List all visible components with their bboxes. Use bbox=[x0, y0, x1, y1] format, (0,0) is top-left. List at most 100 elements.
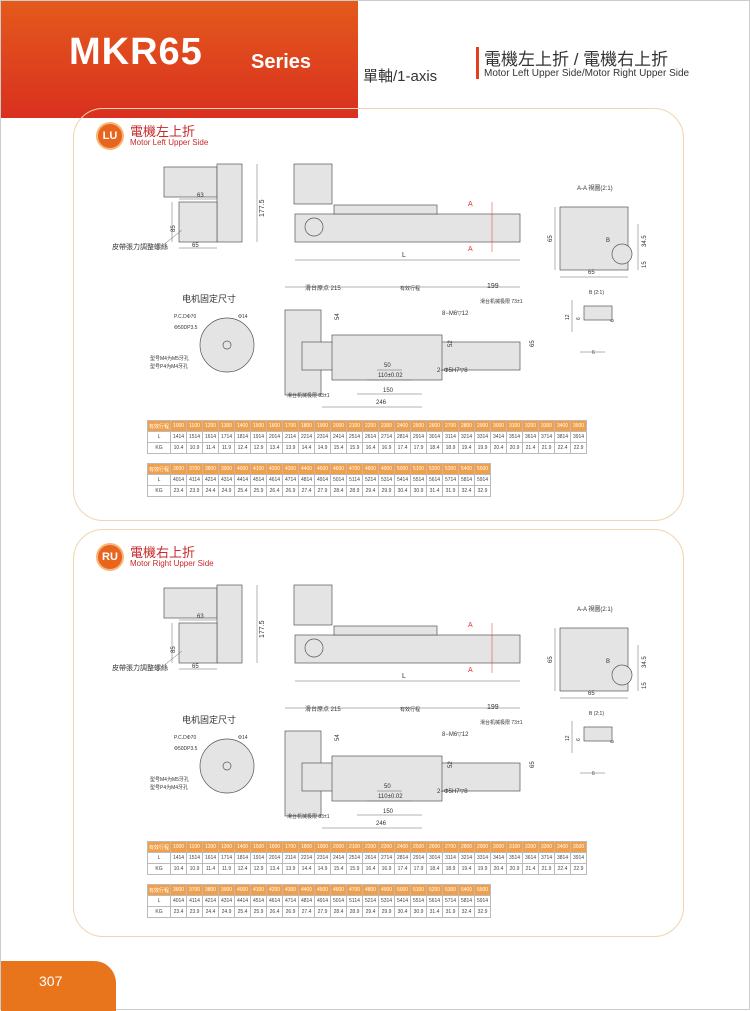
dim-label-belt_screw: 皮帶張力調整螺絲 bbox=[112, 242, 168, 251]
table-cell: 31.4 bbox=[426, 485, 444, 497]
dim-label-b6: 6 bbox=[576, 317, 582, 320]
table-cell: 19.4 bbox=[458, 863, 476, 875]
table-cell: 18.9 bbox=[442, 442, 460, 454]
table-cell: 31.9 bbox=[442, 485, 460, 497]
table-cell: 4814 bbox=[298, 474, 316, 486]
table-cell: 16.4 bbox=[362, 863, 380, 875]
table-cell: 5500 bbox=[474, 463, 492, 475]
table-cell: 10.9 bbox=[186, 863, 204, 875]
dim-label-d110: 110±0.02 bbox=[378, 794, 403, 800]
table-cell: 22.9 bbox=[570, 863, 588, 875]
table-cell: 3414 bbox=[490, 431, 508, 443]
table-cell: 5214 bbox=[362, 474, 380, 486]
table-cell: 2614 bbox=[362, 431, 380, 443]
table-cell: 1000 bbox=[170, 420, 188, 432]
dim-label-belt_screw: 皮帶張力調整螺絲 bbox=[112, 663, 168, 672]
table-cell: 3814 bbox=[554, 852, 572, 864]
table-cell: 3300 bbox=[538, 841, 556, 853]
table-cell: 2214 bbox=[298, 852, 316, 864]
table-cell: 2514 bbox=[346, 852, 364, 864]
table-cell: 27.4 bbox=[298, 906, 316, 918]
dim-label-pin: 2−Φ5H7▽8 bbox=[437, 789, 468, 795]
panel-title: 電機右上折 bbox=[130, 545, 196, 560]
dim-label-phi14: Φ14 bbox=[238, 314, 248, 320]
table-cell: 5914 bbox=[474, 895, 492, 907]
table-cell: 12.4 bbox=[234, 442, 252, 454]
table-cell: 15.4 bbox=[330, 863, 348, 875]
table-cell: 1600 bbox=[266, 841, 284, 853]
table-cell: 3714 bbox=[538, 852, 556, 864]
dim-label-pin: 2−Φ5H7▽8 bbox=[437, 368, 468, 374]
detail-b bbox=[611, 664, 633, 686]
table-cell: 2814 bbox=[394, 852, 412, 864]
table-cell: 5614 bbox=[426, 895, 444, 907]
table-cell: 3714 bbox=[538, 431, 556, 443]
table-cell: 16.4 bbox=[362, 442, 380, 454]
table-cell: 5300 bbox=[442, 884, 460, 896]
axis-label: 單軸/1-axis bbox=[363, 68, 438, 85]
table-cell: 4400 bbox=[298, 463, 316, 475]
table-cell: 2900 bbox=[474, 420, 492, 432]
dim-label-pcd: P.C.DΦ70 bbox=[174, 735, 196, 741]
table-cell: 5400 bbox=[458, 884, 476, 896]
table-cell: 16.9 bbox=[378, 863, 396, 875]
table-cell: 3614 bbox=[522, 852, 540, 864]
table-cell: 4700 bbox=[346, 884, 364, 896]
table-cell: 10.4 bbox=[170, 442, 188, 454]
motor-top bbox=[293, 584, 333, 626]
dim-label-aa_view: A-A 視圖(2:1) bbox=[577, 605, 613, 613]
table-cell: 1000 bbox=[170, 841, 188, 853]
table-cell: 3900 bbox=[218, 884, 236, 896]
table-cell: 1500 bbox=[250, 420, 268, 432]
table-cell: 4214 bbox=[202, 895, 220, 907]
table-cell: 2800 bbox=[458, 420, 476, 432]
dim-label-h177: 177.5 bbox=[259, 620, 266, 638]
dim-label-s65: 65 bbox=[588, 270, 595, 276]
table-cell: 11.4 bbox=[202, 442, 220, 454]
table-cell: 3200 bbox=[522, 841, 540, 853]
table-cell: 3914 bbox=[570, 431, 588, 443]
dim-label-mount_title: 电机固定尺寸 bbox=[182, 714, 236, 725]
motor-body bbox=[163, 587, 218, 619]
header-banner bbox=[1, 1, 358, 118]
actuator-body bbox=[294, 634, 521, 664]
table-cell: 2214 bbox=[298, 431, 316, 443]
pulley bbox=[304, 638, 324, 658]
table-cell: 5000 bbox=[394, 463, 412, 475]
table-cell: 18.9 bbox=[442, 863, 460, 875]
dim-label-m6: 8−M6▽12 bbox=[442, 311, 469, 317]
table-cell: 4300 bbox=[282, 463, 300, 475]
table-cell: 1714 bbox=[218, 852, 236, 864]
table-cell: 4000 bbox=[234, 463, 252, 475]
table-cell: 2200 bbox=[362, 841, 380, 853]
table-cell: 15.9 bbox=[346, 863, 364, 875]
dim-label-phi50: Φ50DP3.5 bbox=[174, 746, 198, 752]
table-cell: 25.9 bbox=[250, 485, 268, 497]
table-cell: 2114 bbox=[282, 852, 300, 864]
table-cell: 2500 bbox=[410, 420, 428, 432]
table-cell: 3514 bbox=[506, 431, 524, 443]
motor-top bbox=[293, 163, 333, 205]
table-cell: 4314 bbox=[218, 895, 236, 907]
table-cell: 2600 bbox=[426, 841, 444, 853]
table-cell: 1100 bbox=[186, 841, 204, 853]
dim-label-d54: 54 bbox=[335, 313, 341, 320]
table-cell: 4400 bbox=[298, 884, 316, 896]
dim-label-m6: 8−M6▽12 bbox=[442, 732, 469, 738]
table-cell: 2914 bbox=[410, 431, 428, 443]
dim-label-b6b: 6 bbox=[610, 740, 616, 743]
title-accent-bar bbox=[476, 47, 479, 79]
table-cell: 3014 bbox=[426, 431, 444, 443]
table-cell: 21.4 bbox=[522, 442, 540, 454]
table-cell: 1300 bbox=[218, 841, 236, 853]
table-cell: 1414 bbox=[170, 431, 188, 443]
table-cell: 4914 bbox=[314, 895, 332, 907]
dim-label-b6b: 6 bbox=[610, 319, 616, 322]
table-cell: 2714 bbox=[378, 431, 396, 443]
dim-label-s65: 65 bbox=[588, 691, 595, 697]
dim-label-b_view: B (2:1) bbox=[589, 290, 604, 296]
